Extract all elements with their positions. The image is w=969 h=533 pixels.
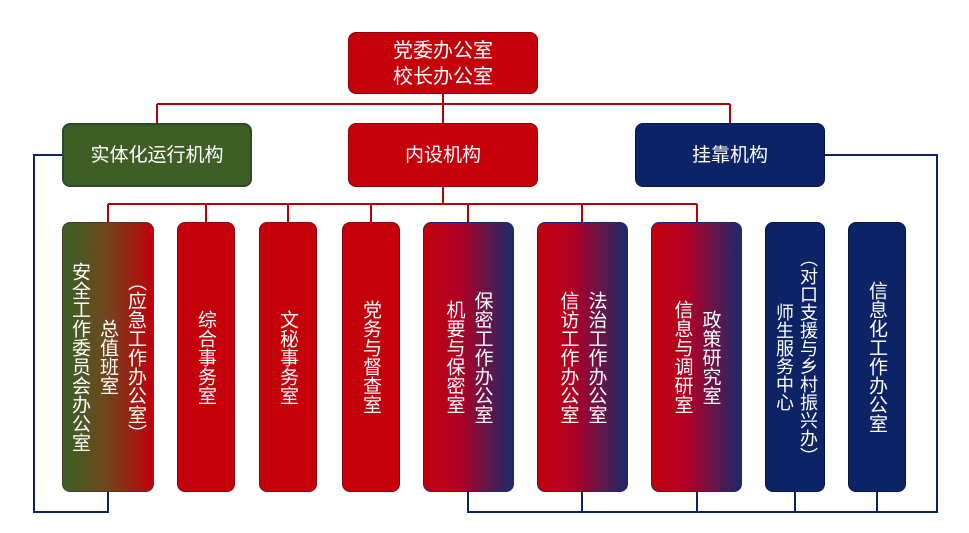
safety-committee-box: （应急工作办公室） 总值班室 安全工作委员会办公室 <box>62 222 154 492</box>
top-line1: 党委办公室 <box>393 38 493 62</box>
affiliated-label: 挂靠机构 <box>691 144 768 166</box>
policy-col1: 政策研究室 <box>699 309 722 405</box>
secretary-affairs-box: 文秘事务室 <box>259 222 317 492</box>
safety-col2: 总值班室 <box>97 319 119 395</box>
petition-col1: 法治工作办公室 <box>585 290 608 424</box>
general-affairs-box: 综合事务室 <box>177 222 235 492</box>
internal-units-box: 内设机构 <box>348 123 538 187</box>
service-col1: （对口支援与乡村振兴办） <box>797 249 818 465</box>
general-label: 综合事务室 <box>195 309 217 405</box>
petition-office-box: 法治工作办公室 信访工作办公室 <box>537 222 628 492</box>
entity-label: 实体化运行机构 <box>90 144 224 166</box>
service-center-box: （对口支援与乡村振兴办） 师生服务中心 <box>765 222 825 492</box>
internal-label: 内设机构 <box>404 144 481 166</box>
party-label: 党务与督查室 <box>360 300 382 414</box>
policy-col2: 信息与调研室 <box>671 300 694 414</box>
affiliated-units-box: 挂靠机构 <box>635 123 825 187</box>
confidential-col2: 机要与保密室 <box>443 300 466 414</box>
policy-research-box: 政策研究室 信息与调研室 <box>651 222 742 492</box>
connector-entity-bracket <box>33 154 109 513</box>
party-president-office-box: 党委办公室 校长办公室 <box>348 32 538 94</box>
confidential-office-box: 保密工作办公室 机要与保密室 <box>423 222 514 492</box>
safety-col1: （应急工作办公室） <box>125 271 147 443</box>
safety-col3: 安全工作委员会办公室 <box>69 262 91 452</box>
secretary-label: 文秘事务室 <box>277 309 299 405</box>
service-col2: 师生服务中心 <box>773 303 794 411</box>
petition-col2: 信访工作办公室 <box>557 290 580 424</box>
entity-operation-box: 实体化运行机构 <box>62 123 252 187</box>
connector-affiliated-bracket <box>467 154 938 513</box>
confidential-col1: 保密工作办公室 <box>471 290 494 424</box>
it-office-box: 信息化工作办公室 <box>848 222 906 492</box>
party-supervision-box: 党务与督查室 <box>342 222 400 492</box>
top-line2: 校长办公室 <box>393 64 493 88</box>
it-label: 信息化工作办公室 <box>866 281 888 433</box>
